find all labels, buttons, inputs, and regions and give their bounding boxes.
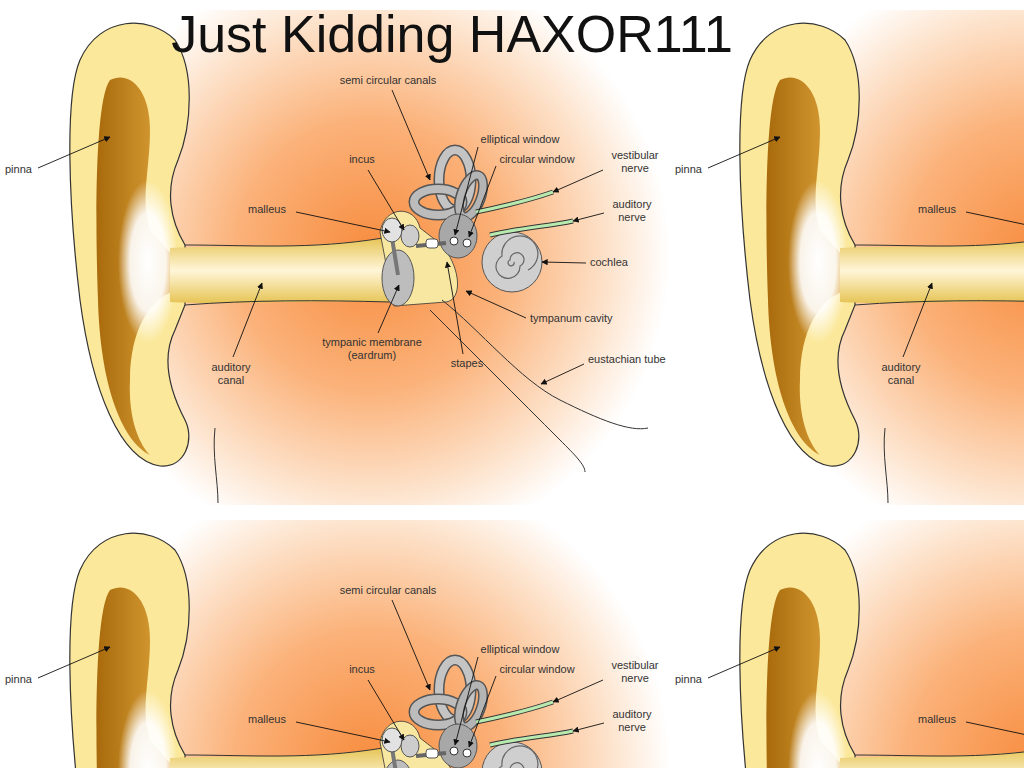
- part-label: auditory canal: [205, 361, 257, 387]
- part-label: malleus: [242, 203, 292, 216]
- part-label: pinna: [675, 673, 702, 686]
- part-label: eustachian tube: [588, 353, 666, 366]
- title: Just Kidding HAXOR111: [171, 8, 733, 60]
- part-label: vestibular nerve: [604, 659, 666, 685]
- part-label: semi circular canals: [328, 74, 448, 87]
- part-label: malleus: [912, 713, 962, 726]
- part-label: tympanic membrane (eardrum): [313, 336, 431, 362]
- part-label: circular window: [487, 153, 587, 166]
- ear-tile: [708, 520, 1024, 768]
- part-label: circular window: [487, 663, 587, 676]
- part-label: pinna: [675, 163, 702, 176]
- part-label: cochlea: [590, 256, 628, 269]
- part-label: pinna: [5, 163, 32, 176]
- part-label: vestibular nerve: [604, 149, 666, 175]
- part-label: semi circular canals: [328, 584, 448, 597]
- part-label: incus: [342, 153, 382, 166]
- ear-tile: [38, 10, 670, 505]
- ear-tile: [38, 520, 670, 768]
- part-label: auditory canal: [875, 361, 927, 387]
- part-label: malleus: [242, 713, 292, 726]
- part-label: tympanum cavity: [530, 312, 613, 325]
- part-label: malleus: [912, 203, 962, 216]
- part-label: auditory nerve: [606, 198, 658, 224]
- part-label: pinna: [5, 673, 32, 686]
- part-label: incus: [342, 663, 382, 676]
- part-label: auditory nerve: [606, 708, 658, 734]
- part-label: elliptical window: [470, 133, 570, 146]
- part-label: elliptical window: [470, 643, 570, 656]
- ear-tile: [708, 10, 1024, 505]
- part-label: stapes: [447, 357, 487, 370]
